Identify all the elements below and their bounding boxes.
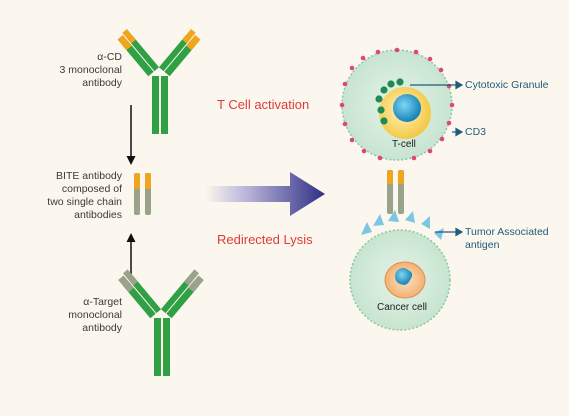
granule-icon [375, 78, 404, 125]
cytotoxic-granule-label: Cytotoxic Granule [465, 79, 549, 91]
acd3-antibody [117, 28, 201, 134]
big-arrow [205, 172, 325, 216]
bite-bridge [387, 170, 404, 214]
target-antibody [118, 269, 204, 376]
cd3-label: CD3 [465, 126, 487, 138]
bite-label-line2: composed of [61, 183, 122, 195]
acd3-label-line2: 3 monoclonal [59, 64, 122, 76]
bite-label-line3: two single chain [47, 196, 122, 208]
acd3-label: α-CD 3 monoclonal antibody [30, 51, 122, 90]
tcell-label: T-cell [392, 139, 416, 150]
redirected-lysis-label: Redirected Lysis [217, 232, 313, 247]
tumor-antigen-label: Tumor Associated antigen [465, 226, 549, 252]
cancer-cell [349, 210, 451, 331]
bite-antibody [134, 173, 151, 215]
arrow-up-icon [126, 233, 136, 276]
tumor-antigen-label-line2: antigen [465, 239, 500, 251]
cancer-nucleus [395, 267, 413, 285]
t-cell-activation-label: T Cell activation [217, 97, 310, 112]
tcell-nucleus [393, 94, 421, 122]
target-label: α-Target monoclonal antibody [30, 296, 122, 335]
target-label-line1: α-Target [83, 296, 122, 308]
bite-label: BITE antibody composed of two single cha… [30, 170, 122, 222]
cancer-cell-label: Cancer cell [377, 302, 428, 313]
bite-label-line1: BITE antibody [56, 170, 122, 182]
pointer-lines [410, 80, 464, 237]
bite-label-line4: antibodies [74, 209, 122, 221]
acd3-label-line3: antibody [82, 77, 122, 89]
target-label-line3: antibody [82, 322, 122, 334]
tumor-antigen-icon [361, 210, 444, 240]
target-label-line2: monoclonal [68, 309, 122, 321]
arrow-down-icon [126, 105, 136, 165]
tumor-antigen-label-line1: Tumor Associated [465, 226, 549, 238]
acd3-label-line1: α-CD [97, 51, 122, 63]
t-cell [339, 47, 455, 161]
